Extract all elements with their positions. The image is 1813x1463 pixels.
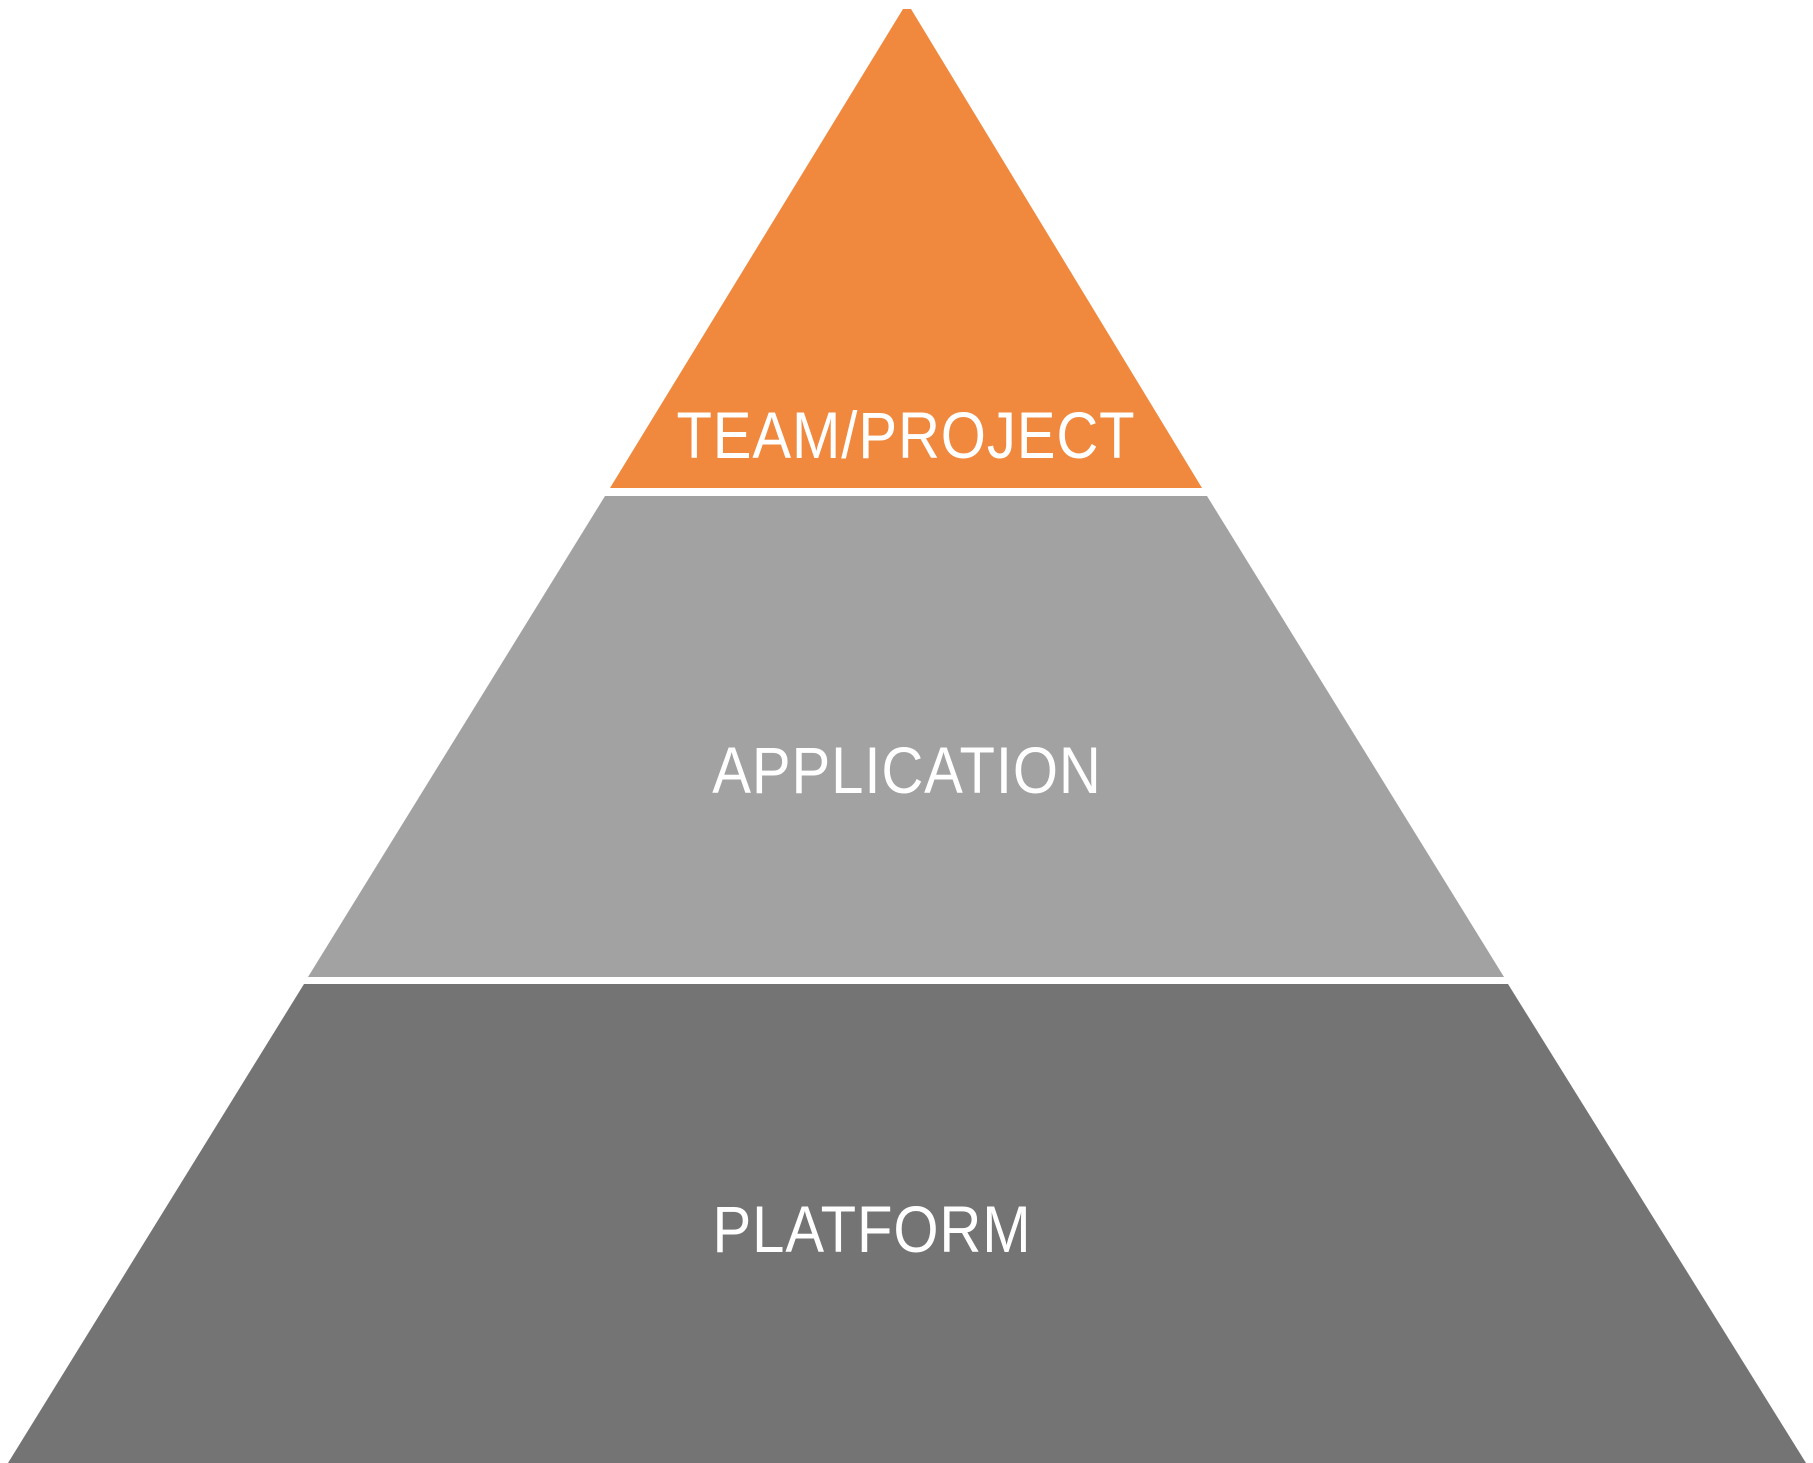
pyramid-level-bottom-shape [8,984,1806,1463]
pyramid-level-bottom-label: PLATFORM [712,1191,1032,1266]
pyramid-level-top-shape [610,9,1202,488]
pyramid-level-middle-shape [308,496,1504,977]
pyramid-level-top-label: TEAM/PROJECT [676,397,1136,472]
pyramid-level-middle-label: APPLICATION [712,732,1102,807]
